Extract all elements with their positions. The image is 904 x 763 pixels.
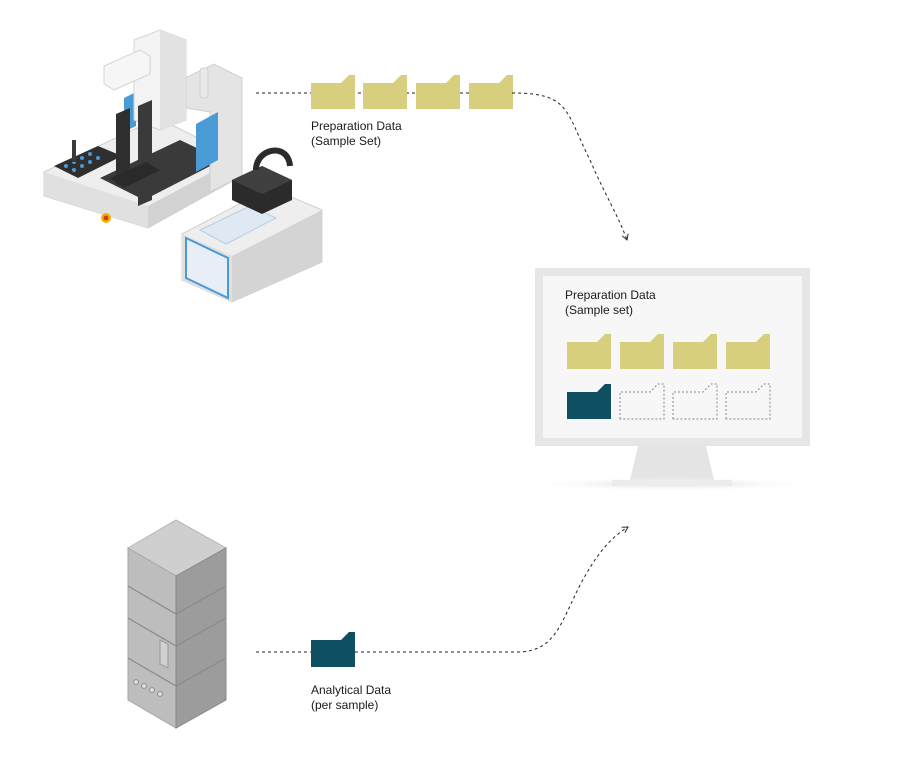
folder-outline-icon bbox=[672, 383, 718, 420]
folder-icon bbox=[567, 334, 611, 369]
folder-icon bbox=[311, 632, 355, 667]
monitor-label-line2: (Sample set) bbox=[565, 303, 634, 317]
prep-data-label-line2: (Sample Set) bbox=[311, 134, 382, 148]
folder-outline-icon bbox=[725, 383, 771, 420]
analytical-label-line2: (per sample) bbox=[311, 698, 379, 712]
dashed-arrow-icon bbox=[511, 92, 629, 241]
monitor-label-line1: Preparation Data bbox=[565, 288, 656, 302]
prep-data-label-line1: Preparation Data bbox=[311, 119, 402, 133]
monitor-prep-data-label: Preparation Data (Sample set) bbox=[565, 288, 656, 318]
folder-icon bbox=[726, 334, 770, 369]
folder-icon bbox=[567, 384, 611, 419]
analytical-data-label: Analytical Data (per sample) bbox=[311, 683, 391, 713]
folder-icon bbox=[311, 75, 355, 109]
prep-data-label: Preparation Data (Sample Set) bbox=[311, 119, 402, 149]
folder-outline-icon bbox=[619, 383, 665, 420]
sample-prep-instrument-icon bbox=[43, 29, 323, 303]
lc-stack-icon bbox=[127, 519, 228, 729]
folder-icon bbox=[416, 75, 460, 109]
analytical-label-line1: Analytical Data bbox=[311, 683, 392, 697]
prep-folders bbox=[311, 75, 513, 109]
folder-icon bbox=[673, 334, 717, 369]
monitor-folders bbox=[567, 334, 771, 420]
folder-icon bbox=[620, 334, 664, 369]
dashed-arrow-icon bbox=[355, 526, 629, 653]
folder-icon bbox=[363, 75, 407, 109]
folder-icon bbox=[469, 75, 513, 109]
